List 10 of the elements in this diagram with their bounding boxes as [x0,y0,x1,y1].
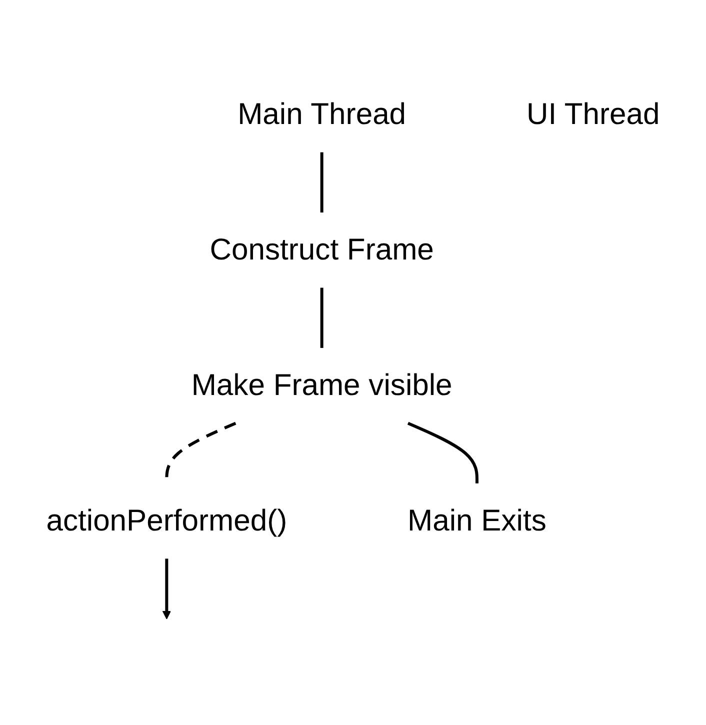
node-label: UI Thread [526,98,660,131]
node-label: Make Frame visible [191,368,452,402]
connector-line [407,421,478,483]
node-label: Main Thread [238,98,406,131]
node-label: Construct Frame [210,233,434,266]
connector-line [320,287,324,348]
node-label: Main Exits [408,504,546,538]
arrow [162,558,172,619]
connector-line [320,152,324,212]
node-label: actionPerformed() [46,504,288,538]
